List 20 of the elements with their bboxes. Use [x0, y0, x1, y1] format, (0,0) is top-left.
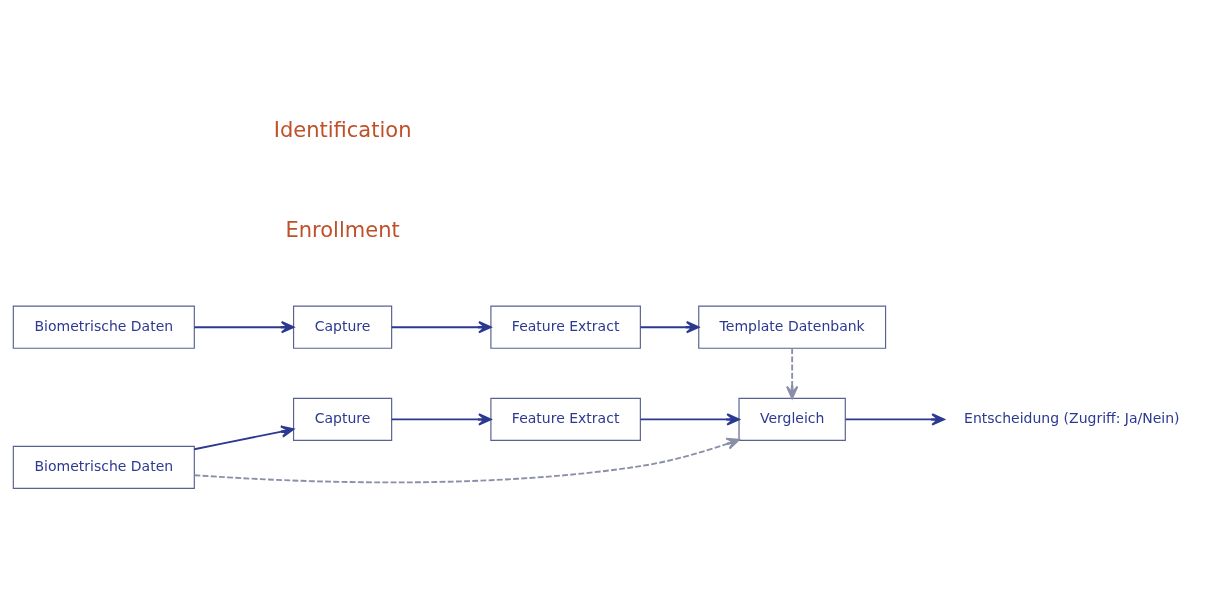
node-box: Capture: [293, 305, 393, 349]
node-box: Feature Extract: [490, 397, 641, 442]
arrow: [844, 413, 945, 426]
arrow: [193, 437, 740, 484]
node-text: Entscheidung (Zugriff: Ja/Nein): [964, 410, 1180, 427]
arrow: [193, 425, 295, 451]
arrow: [639, 413, 740, 426]
arrow: [193, 321, 295, 334]
arrow: [390, 321, 492, 334]
arrow: [785, 347, 799, 400]
label: Enrollment: [285, 216, 400, 242]
node-box: Feature Extract: [490, 305, 641, 349]
node-box: Capture: [293, 397, 393, 442]
node-box: Biometrische Daten: [12, 445, 195, 489]
arrow: [390, 413, 492, 426]
arrow: [639, 321, 700, 334]
node-box: Vergleich: [738, 397, 846, 442]
node-box: Biometrische Daten: [12, 305, 195, 349]
label: Identification: [273, 117, 412, 143]
node-box: Template Datenbank: [698, 305, 887, 349]
